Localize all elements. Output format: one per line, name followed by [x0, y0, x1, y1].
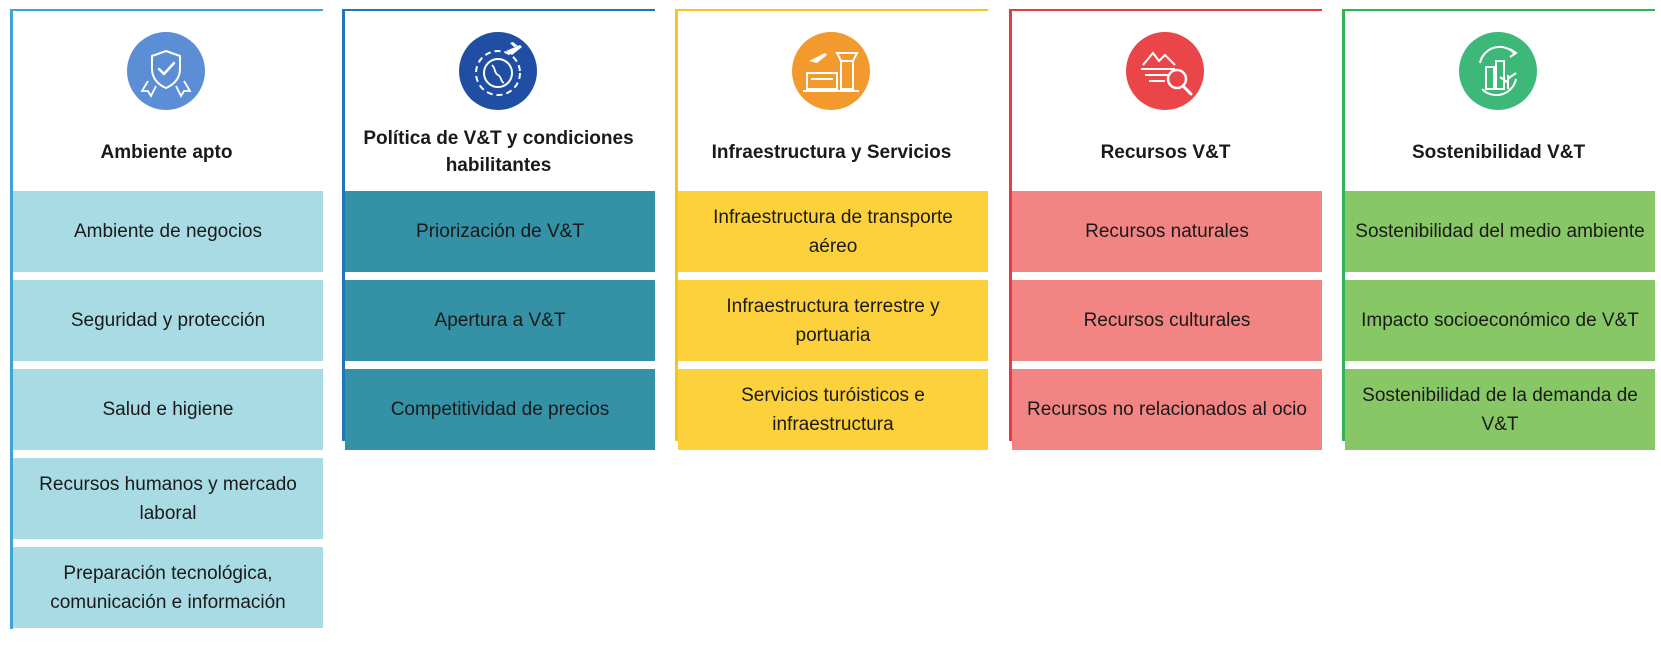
pillar-item: Recursos naturales	[1012, 191, 1322, 272]
pillar-item: Preparación tecnológica, comunicación e …	[13, 547, 323, 628]
pillar-item: Ambiente de negocios	[13, 191, 323, 272]
pillar-item: Recursos culturales	[1012, 280, 1322, 361]
pillar-title: Infraestructura y Servicios	[711, 141, 952, 163]
pillar-item: Priorización de V&T	[345, 191, 655, 272]
pillar-side-line	[342, 9, 345, 441]
pillar-top-line	[10, 9, 323, 11]
pillar-side-line	[675, 9, 678, 441]
pillar-top-line	[342, 9, 655, 11]
pillar-top-line	[1009, 9, 1322, 11]
pillar-top-line	[1342, 9, 1655, 11]
pillar-title: Política de V&T y condiciones habilitant…	[363, 128, 634, 176]
pillar-item: Sostenibilidad del medio ambiente	[1345, 191, 1655, 272]
pillar-item: Recursos no relacionados al ocio	[1012, 369, 1322, 450]
pillar-item: Competitividad de precios	[345, 369, 655, 450]
pillar-title: Recursos V&T	[1100, 141, 1231, 163]
pillar-item: Recursos humanos y mercado laboral	[13, 458, 323, 539]
landscape-search-icon	[1125, 31, 1205, 111]
shield-check-icon	[126, 31, 206, 111]
pillar-side-line	[1342, 9, 1345, 441]
pillar-item: Seguridad y protección	[13, 280, 323, 361]
pillar-title: Ambiente apto	[100, 141, 233, 163]
pillar-item: Servicios turóisticos e infraestructura	[678, 369, 988, 450]
pillar-side-line	[1009, 9, 1012, 441]
airport-icon	[791, 31, 871, 111]
pillar-title: Sostenibilidad V&T	[1411, 141, 1586, 163]
pillar-item: Salud e higiene	[13, 369, 323, 450]
sustainable-city-icon	[1458, 31, 1538, 111]
pillar-item: Sostenibilidad de la demanda de V&T	[1345, 369, 1655, 450]
pillar-item: Apertura a V&T	[345, 280, 655, 361]
pillar-side-line	[10, 9, 13, 629]
pillar-top-line	[675, 9, 988, 11]
pillar-item: Infraestructura terrestre y portuaria	[678, 280, 988, 361]
globe-airplane-icon	[458, 31, 538, 111]
pillar-item: Infraestructura de transporte aéreo	[678, 191, 988, 272]
pillar-item: Impacto socioeconómico de V&T	[1345, 280, 1655, 361]
